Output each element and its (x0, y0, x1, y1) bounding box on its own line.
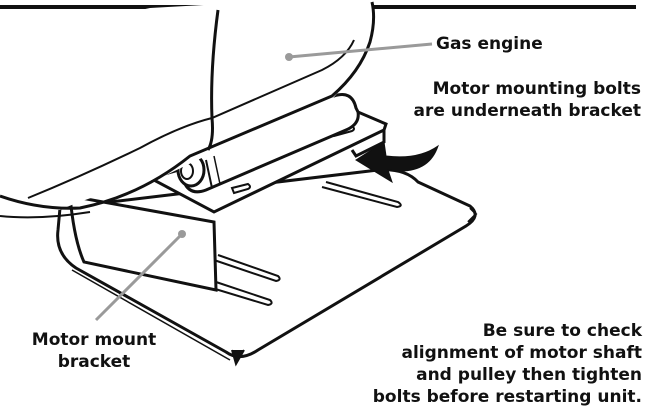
gas-engine-outline (0, 1, 376, 210)
bracket-slot-2 (230, 182, 251, 195)
gas-engine-lower-shell (27, 39, 355, 199)
label-bracket-line-1: Motor mount (31, 330, 157, 350)
mount-bracket-side (350, 130, 386, 158)
note-line-4: bolts before restarting unit. (372, 387, 642, 407)
label-mounting-bolts-line-2: are underneath bracket (413, 101, 641, 121)
label-motor-mount-bracket: Motor mount bracket (6, 329, 182, 373)
base-plate-corner (231, 349, 245, 367)
label-gas-engine-text: Gas engine (436, 34, 543, 54)
gas-engine-curve (206, 9, 220, 151)
housing-band (205, 159, 213, 189)
label-bracket-line-2: bracket (57, 352, 131, 372)
label-gas-engine: Gas engine (436, 33, 543, 55)
leader-bracket (94, 232, 184, 322)
base-plate-slots (211, 181, 402, 307)
housing-band-2 (213, 155, 221, 185)
motor-shaft-housing (182, 93, 360, 194)
note-line-3: and pulley then tighten (416, 365, 642, 385)
gas-engine-shadow-line (0, 211, 91, 219)
label-mounting-bolts-line-1: Motor mounting bolts (432, 79, 641, 99)
base-plate-corner-right (467, 207, 478, 223)
note-line-1: Be sure to check (482, 321, 642, 341)
leader-dot-bracket (178, 230, 186, 238)
note-line-2: alignment of motor shaft (401, 343, 643, 363)
leader-gas-engine (288, 42, 433, 59)
curved-arrow-icon (355, 141, 439, 184)
label-mounting-bolts: Motor mounting bolts are underneath brac… (414, 78, 641, 122)
leader-dot-gas-engine (285, 53, 293, 61)
base-plate-edge (71, 269, 231, 361)
alignment-note: Be sure to check alignment of motor shaf… (373, 320, 642, 408)
gas-engine-body (0, 2, 374, 210)
